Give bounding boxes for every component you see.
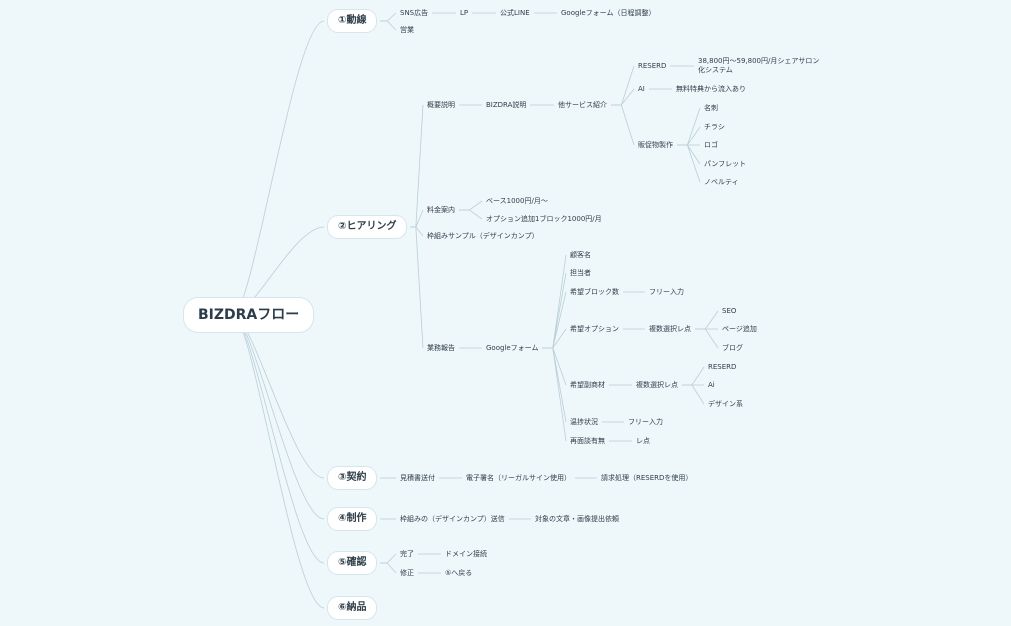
connector-b4 — [232, 314, 325, 520]
topic-node-denshi[interactable]: 電子署名（リーガルサイン使用） — [466, 473, 571, 482]
topic-node-muryo[interactable]: 無料特典から流入あり — [676, 84, 746, 93]
connector-b1 — [232, 20, 325, 316]
topic-node-gform2[interactable]: Googleフォーム — [486, 343, 539, 352]
topic-node-lp[interactable]: LP — [460, 8, 469, 17]
connector-blog — [695, 328, 719, 349]
topic-node-bizdra[interactable]: BIZDRA説明 — [486, 100, 527, 109]
topic-node-meishi[interactable]: 名刺 — [704, 103, 718, 112]
topic-node-seo[interactable]: SEO — [722, 306, 737, 315]
topic-node-ryokin[interactable]: 料金案内 — [427, 205, 455, 214]
branch-node-b1[interactable]: ①動線 — [328, 10, 377, 32]
topic-node-gform1[interactable]: Googleフォーム（日程調整） — [561, 8, 656, 17]
topic-node-kibou_opt[interactable]: 希望オプション — [570, 324, 619, 333]
connector-gaiyo — [410, 104, 424, 228]
connector-base — [459, 200, 483, 211]
topic-node-kibou_block[interactable]: 希望ブロック数 — [570, 287, 619, 296]
topic-node-ai1[interactable]: AI — [638, 84, 645, 93]
root-node[interactable]: BIZDRAフロー — [184, 298, 314, 332]
topic-node-pamph[interactable]: パンフレット — [704, 159, 747, 168]
topic-node-gyomu[interactable]: 業務報告 — [427, 343, 455, 352]
topic-node-shosho[interactable]: 温捗状況 — [570, 417, 598, 426]
topic-node-blog[interactable]: ブログ — [722, 343, 743, 352]
topic-node-mitsumori[interactable]: 見積書送付 — [400, 473, 435, 482]
topic-node-design[interactable]: デザイン系 — [708, 399, 743, 408]
topic-node-chirashi[interactable]: チラシ — [704, 122, 725, 131]
topic-node-saimen[interactable]: 再面談有無 — [570, 436, 605, 445]
branch-node-b6[interactable]: ⑥納品 — [328, 597, 377, 619]
topic-node-logo[interactable]: ロゴ — [704, 140, 718, 149]
topic-node-domain[interactable]: ドメイン接続 — [445, 549, 487, 558]
connector-shusei — [380, 562, 397, 574]
branch-node-b2[interactable]: ②ヒアリング — [328, 216, 407, 238]
topic-node-sample[interactable]: 枠組みサンプル（デザインカンプ） — [427, 231, 539, 240]
connector-kanryo — [380, 553, 397, 564]
connector-b5 — [232, 314, 325, 564]
connector-reserd1 — [611, 65, 635, 106]
topic-node-gaiyo[interactable]: 概要説明 — [427, 100, 455, 109]
topic-node-kokyaku[interactable]: 顧客名 — [570, 250, 591, 259]
topic-node-kibou_fuku[interactable]: 希望副商材 — [570, 380, 605, 389]
topic-node-free1[interactable]: フリー入力 — [649, 287, 684, 296]
topic-node-wakugumi[interactable]: 枠組みの（デザインカンプ）送信 — [400, 514, 505, 523]
topic-node-ai2[interactable]: Ai — [708, 380, 715, 389]
topic-node-modoru[interactable]: ⑤へ戻る — [445, 568, 473, 577]
topic-node-taisho[interactable]: 対象の文章・画像提出依頼 — [535, 514, 619, 523]
topic-node-fukusu1[interactable]: 複数選択レ点 — [649, 324, 691, 333]
topic-node-tasvc[interactable]: 他サービス紹介 — [558, 100, 607, 109]
topic-node-line[interactable]: 公式LINE — [500, 8, 530, 17]
topic-node-free2[interactable]: フリー入力 — [628, 417, 663, 426]
topic-node-fukusu2[interactable]: 複数選択レ点 — [636, 380, 678, 389]
connector-eigyo — [380, 20, 397, 31]
topic-node-kanryo[interactable]: 完了 — [400, 549, 414, 558]
connector-meishi — [677, 107, 701, 146]
topic-node-reserd1[interactable]: RESERD — [638, 61, 667, 70]
topic-node-seikyu[interactable]: 請求処理（RESERDを使用） — [601, 473, 693, 482]
topic-node-base[interactable]: ベース1000円/月〜 — [486, 196, 548, 205]
connector-reserd2 — [682, 366, 705, 386]
connector-novelty — [677, 144, 701, 183]
topic-node-reten[interactable]: レ点 — [636, 436, 650, 445]
topic-node-novelty[interactable]: ノベルティ — [704, 177, 739, 186]
topic-node-price1[interactable]: 38,800円〜59,800円/月シェアサロン化システム — [698, 57, 820, 74]
connector-option — [459, 209, 483, 220]
branch-node-b5[interactable]: ⑤確認 — [328, 552, 377, 574]
topic-node-eigyo[interactable]: 営業 — [400, 25, 414, 34]
topic-node-option[interactable]: オプション追加1ブロック1000円/月 — [486, 214, 602, 223]
topic-node-page[interactable]: ページ追加 — [722, 324, 757, 333]
connector-seo — [695, 310, 719, 330]
topic-node-sns[interactable]: SNS広告 — [400, 8, 429, 17]
connector-design — [682, 384, 705, 405]
connector-b6 — [232, 314, 325, 609]
topic-node-reserd2[interactable]: RESERD — [708, 362, 737, 371]
branch-node-b4[interactable]: ④制作 — [328, 508, 377, 530]
topic-node-hansoku[interactable]: 販促物製作 — [638, 140, 673, 149]
branch-node-b3[interactable]: ③契約 — [328, 467, 377, 489]
connector-gyomu — [410, 226, 424, 349]
topic-node-shusei[interactable]: 修正 — [400, 568, 414, 577]
topic-node-tanto[interactable]: 担当者 — [570, 268, 591, 277]
connector-saimen — [542, 347, 567, 442]
connector-sns — [380, 12, 397, 22]
connector-hansoku — [611, 104, 635, 146]
